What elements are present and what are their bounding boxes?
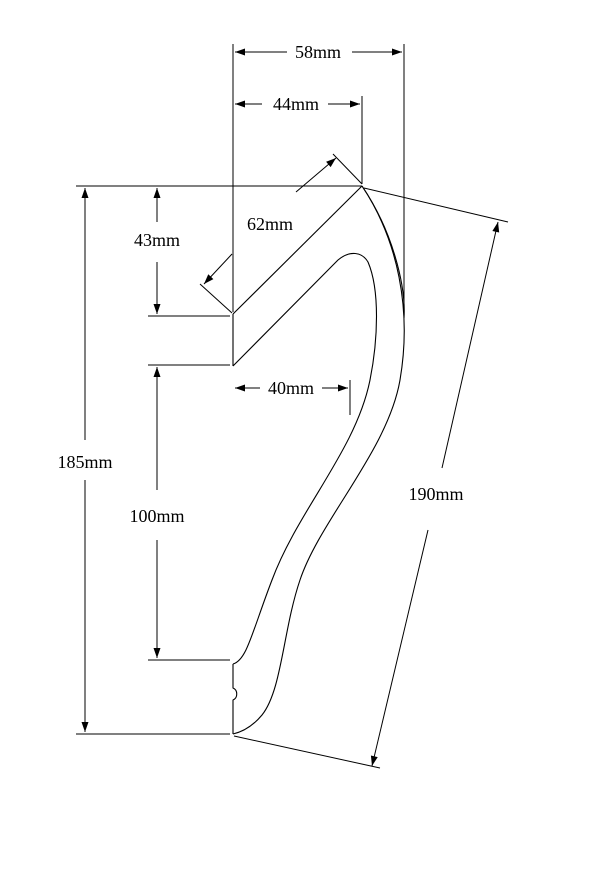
label-slope-length: 62mm (247, 214, 293, 234)
profile-left-edge-bottom (232, 664, 238, 734)
dim-line-190 (441, 221, 500, 469)
label-overall-width: 58mm (295, 42, 341, 62)
profile-outline (232, 185, 405, 735)
profile-back-edge (361, 185, 405, 319)
label-top-width: 44mm (273, 94, 319, 114)
extension-lines (76, 44, 509, 769)
label-lower-height: 100mm (129, 506, 184, 526)
label-inner-width: 40mm (268, 378, 314, 398)
profile-outer-curve (232, 185, 405, 735)
label-diagonal-length: 190mm (408, 484, 463, 504)
profile-top-slope (232, 185, 363, 315)
dimension-lines (81, 48, 500, 767)
dimension-labels: 58mm 44mm 62mm 43mm 40mm 185mm 100mm 190… (57, 42, 463, 526)
label-overall-height: 185mm (57, 452, 112, 472)
label-top-height: 43mm (134, 230, 180, 250)
profile-inner-curve (232, 252, 378, 665)
dim-line-62 (295, 157, 337, 193)
